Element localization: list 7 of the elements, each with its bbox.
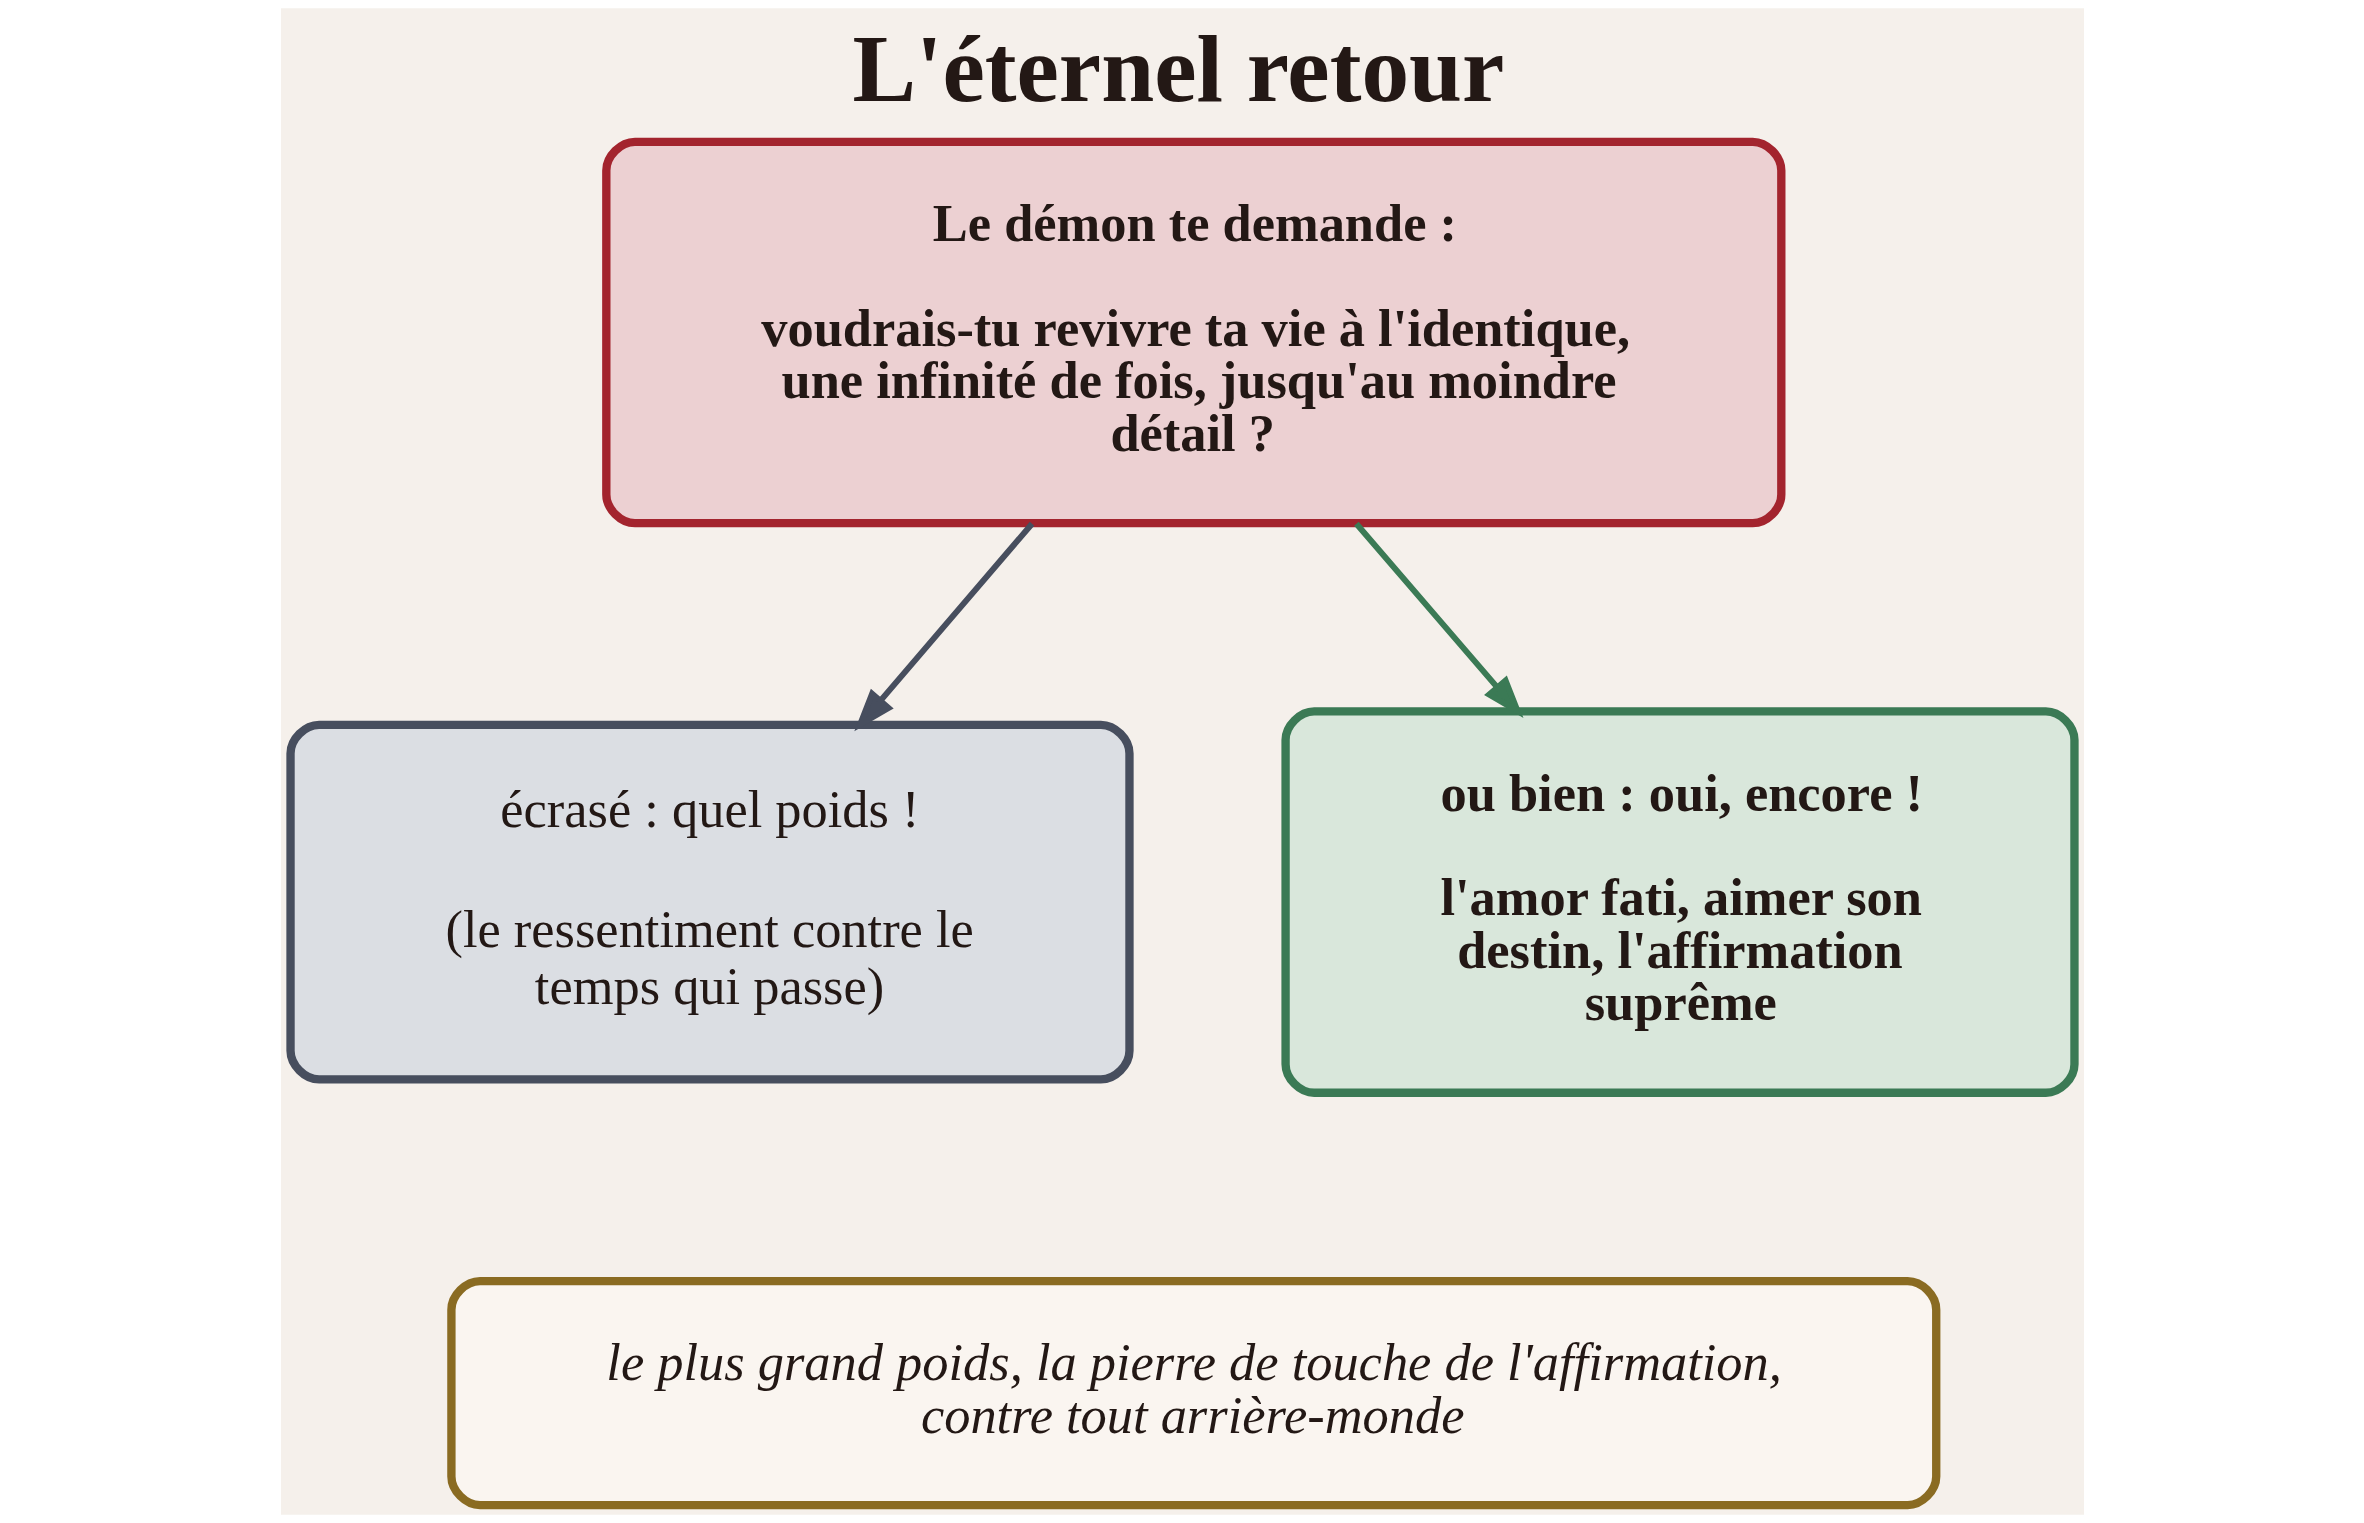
arrow [853, 521, 1034, 732]
arrow [1353, 521, 1523, 718]
node-box: Le démon te demande : voudrais-tu revivre ta vie à l'identique, une infinité de fois, jusqu'au moindre détail ? [601, 137, 1785, 528]
node-box: écrasé : quel poids ! (le ressentiment contre le temps qui passe) [285, 720, 1134, 1084]
diagram-title: L'éternel retour [851, 16, 1504, 123]
node-box: ou bien : oui, encore ! l'amor fati, aimer son destin, l'affirmation suprême [1280, 707, 2079, 1097]
node-box: le plus grand poids, la pierre de touche de l'affirmation, contre tout arrière-monde [446, 1276, 1940, 1510]
